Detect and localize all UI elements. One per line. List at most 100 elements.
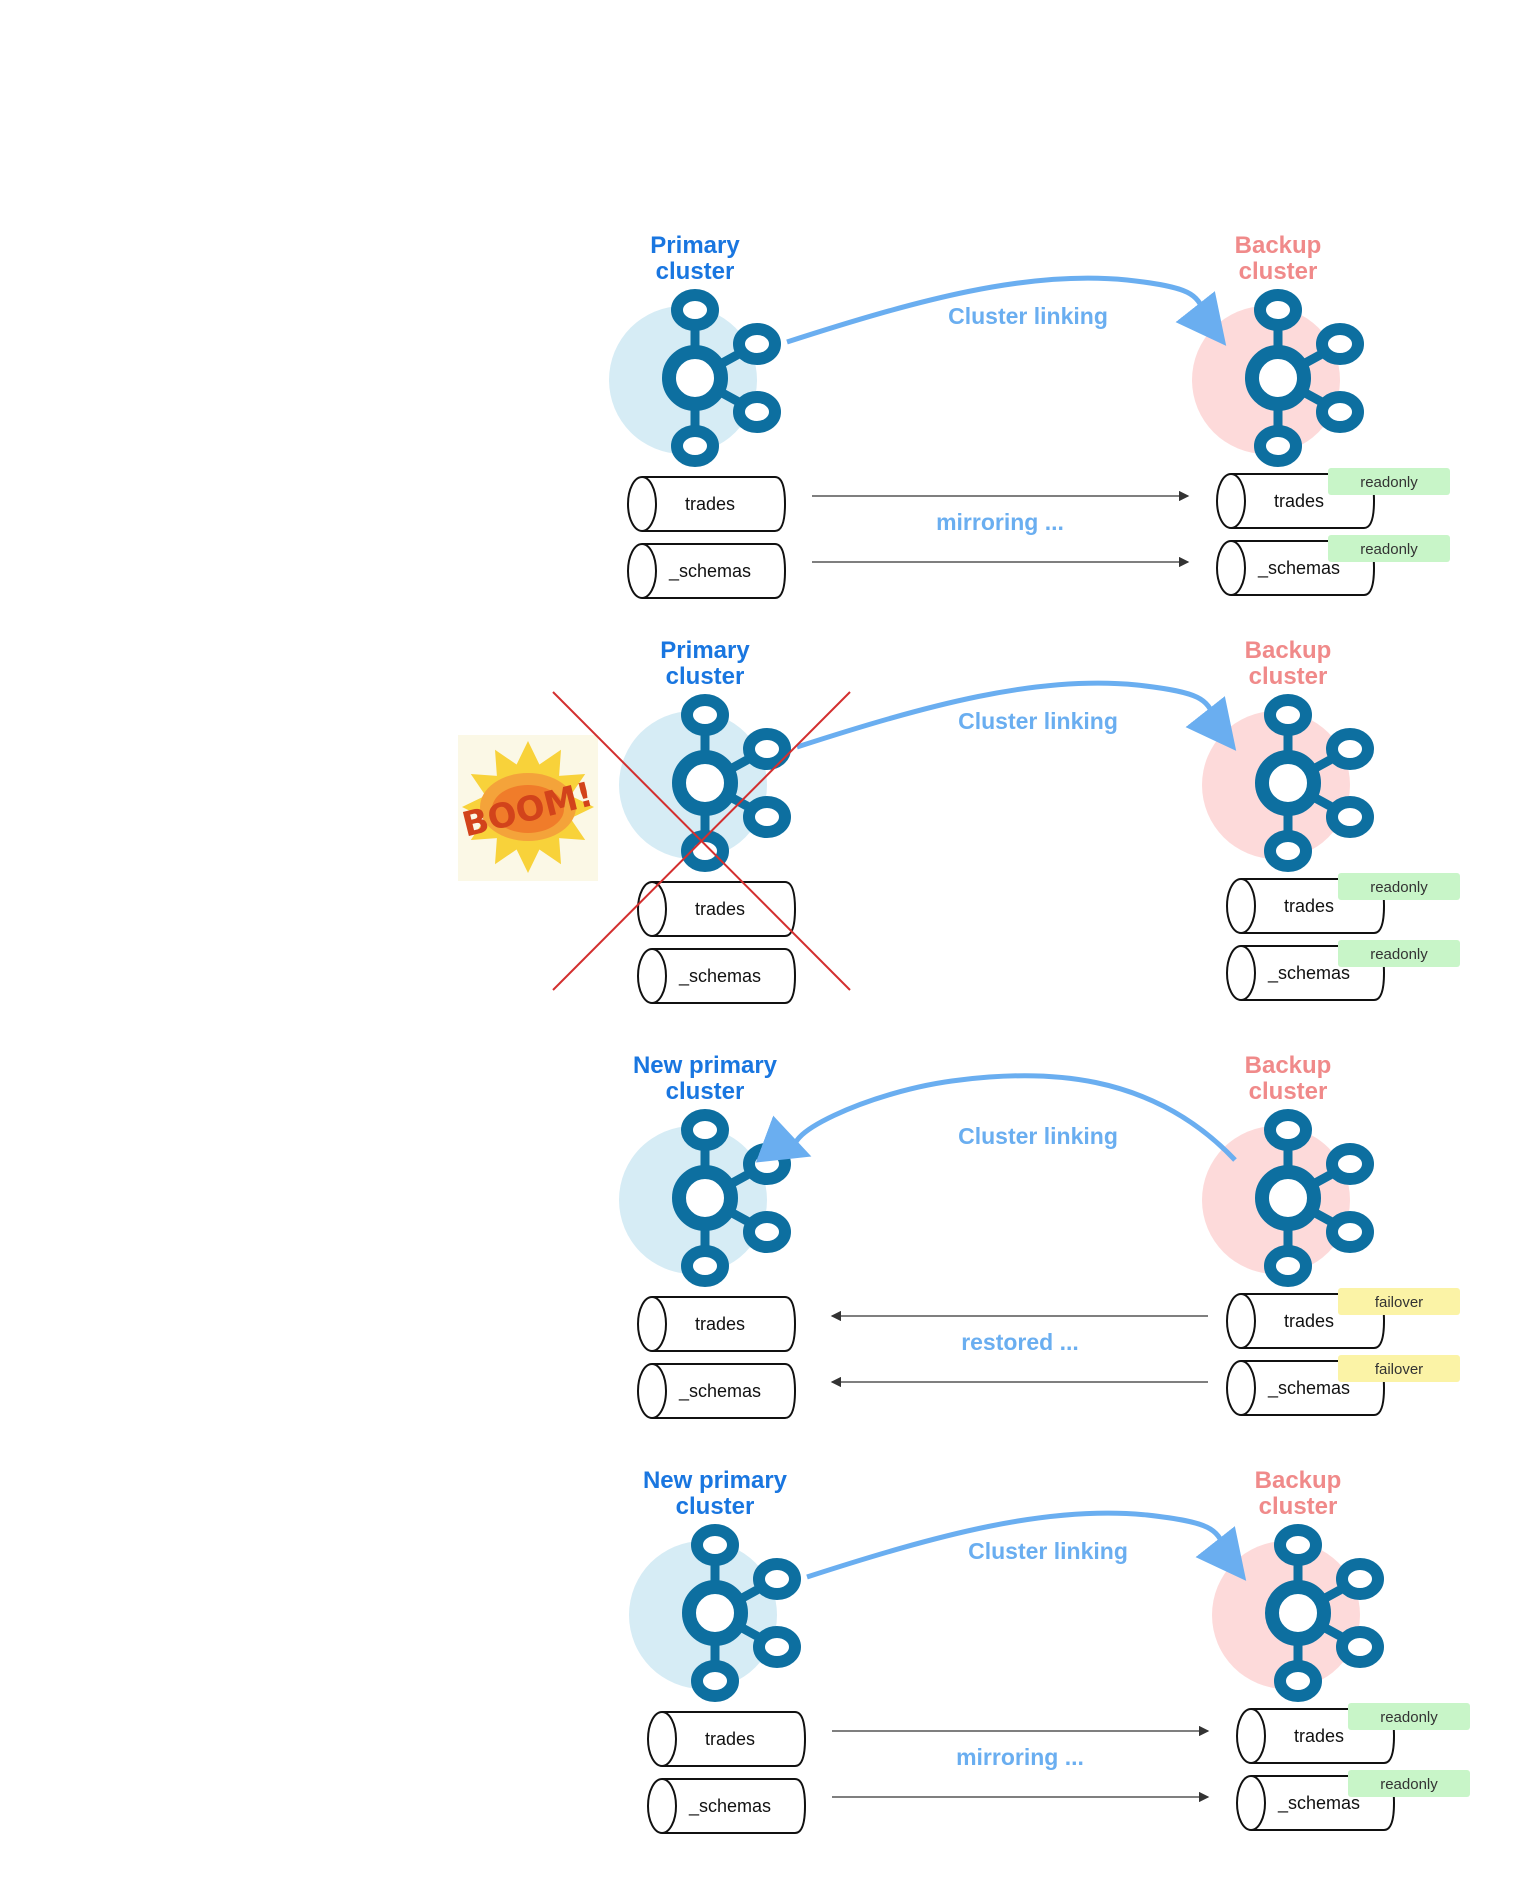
topic-cylinder-end [1226,1293,1256,1349]
kafka-satellite-node [1326,796,1374,838]
topic-name: _schemas [688,1796,771,1817]
kafka-satellite-node [671,289,719,331]
topic-cylinder: _schemas [627,543,787,599]
kafka-satellite-node [1316,323,1364,365]
kafka-hub-node [672,1165,738,1231]
topic-cylinder: trades [647,1711,807,1767]
topic-cylinder: trades [637,881,797,937]
kafka-logo-icon [619,694,791,872]
kafka-logo-icon [1192,289,1364,467]
kafka-satellite-node [681,694,729,736]
kafka-satellite-node [1336,1626,1384,1668]
kafka-satellite-node [1254,289,1302,331]
kafka-satellite-node [743,1143,791,1185]
kafka-satellite-node [1264,1245,1312,1287]
flow-label: restored ... [961,1329,1079,1355]
kafka-satellite-node [1326,1143,1374,1185]
kafka-hub-node [662,345,728,411]
right-title-line-2: cluster [1239,258,1318,285]
right-title-line-1: Backup [1245,1052,1332,1079]
readonly-badge: readonly [1328,468,1450,495]
cross-out-icon [552,691,851,991]
kafka-hub-node [1255,750,1321,816]
topic-cylinder: trades [1216,473,1376,529]
topic-name: trades [705,1729,755,1749]
topic-cylinder-end [1236,1775,1266,1831]
kafka-hub-node [1245,345,1311,411]
topic-cylinder-end [637,1296,667,1352]
topic-cylinder-end [637,881,667,937]
badge-label: readonly [1380,1709,1438,1726]
kafka-satellite-node [691,1660,739,1702]
readonly-badge: readonly [1338,873,1460,900]
cluster-link-arrow [796,680,1237,751]
cluster-link-label: Cluster linking [948,303,1108,329]
topic-cylinder-icon [652,1363,797,1419]
badge-label: failover [1375,1294,1423,1311]
topic-name: _schemas [678,966,761,987]
kafka-satellite-node [753,1626,801,1668]
kafka-satellite-node [1326,1211,1374,1253]
topic-name: _schemas [1267,963,1350,984]
topic-name: _schemas [1277,1793,1360,1814]
kafka-satellite-node [733,391,781,433]
topic-cylinder-icon [662,1778,807,1834]
topic-cylinder-end [1236,1708,1266,1764]
topic-cylinder-icon [652,881,797,937]
kafka-hub-node [672,750,738,816]
topic-name: trades [1294,1726,1344,1746]
failover-badge: failover [1338,1288,1460,1315]
topic-cylinder-end [637,948,667,1004]
topic-name: trades [1284,1311,1334,1331]
kafka-satellite-node [1264,1109,1312,1151]
badge-label: readonly [1370,879,1428,896]
topic-cylinder-end [1226,878,1256,934]
topic-cylinder-end [647,1778,677,1834]
kafka-logo-icon [609,289,781,467]
cluster-link-arrow [755,1073,1237,1163]
kafka-satellite-node [743,728,791,770]
topic-name: _schemas [1267,1378,1350,1399]
topic-name: trades [1284,896,1334,916]
kafka-satellite-node [1274,1524,1322,1566]
right-title-line-1: Backup [1235,232,1322,259]
badge-label: readonly [1360,541,1418,558]
kafka-logo-icon [1202,1109,1374,1287]
kafka-hub-node [682,1580,748,1646]
kafka-satellite-node [743,796,791,838]
right-title-line-1: Backup [1255,1467,1342,1494]
topic-cylinder-icon [642,476,787,532]
topic-cylinder-end [637,1363,667,1419]
topic-cylinder-icon [662,1711,807,1767]
kafka-logo-icon [1202,694,1374,872]
kafka-satellite-node [681,1245,729,1287]
topic-name: trades [1274,491,1324,511]
cluster-link-label: Cluster linking [968,1538,1128,1564]
topic-name: _schemas [678,1381,761,1402]
left-title-line-2: cluster [666,1078,745,1105]
left-title-line-2: cluster [656,258,735,285]
topic-cylinder-icon [652,1296,797,1352]
right-title-line-1: Backup [1245,637,1332,664]
readonly-badge: readonly [1338,940,1460,967]
topic-name: trades [695,1314,745,1334]
left-title-line-2: cluster [676,1493,755,1520]
left-title-line-1: Primary [650,232,740,259]
topic-cylinder: _schemas [637,1363,797,1419]
kafka-satellite-node [1326,728,1374,770]
badge-label: readonly [1360,474,1418,491]
kafka-satellite-node [671,425,719,467]
readonly-badge: readonly [1348,1770,1470,1797]
topic-cylinder-end [1216,540,1246,596]
